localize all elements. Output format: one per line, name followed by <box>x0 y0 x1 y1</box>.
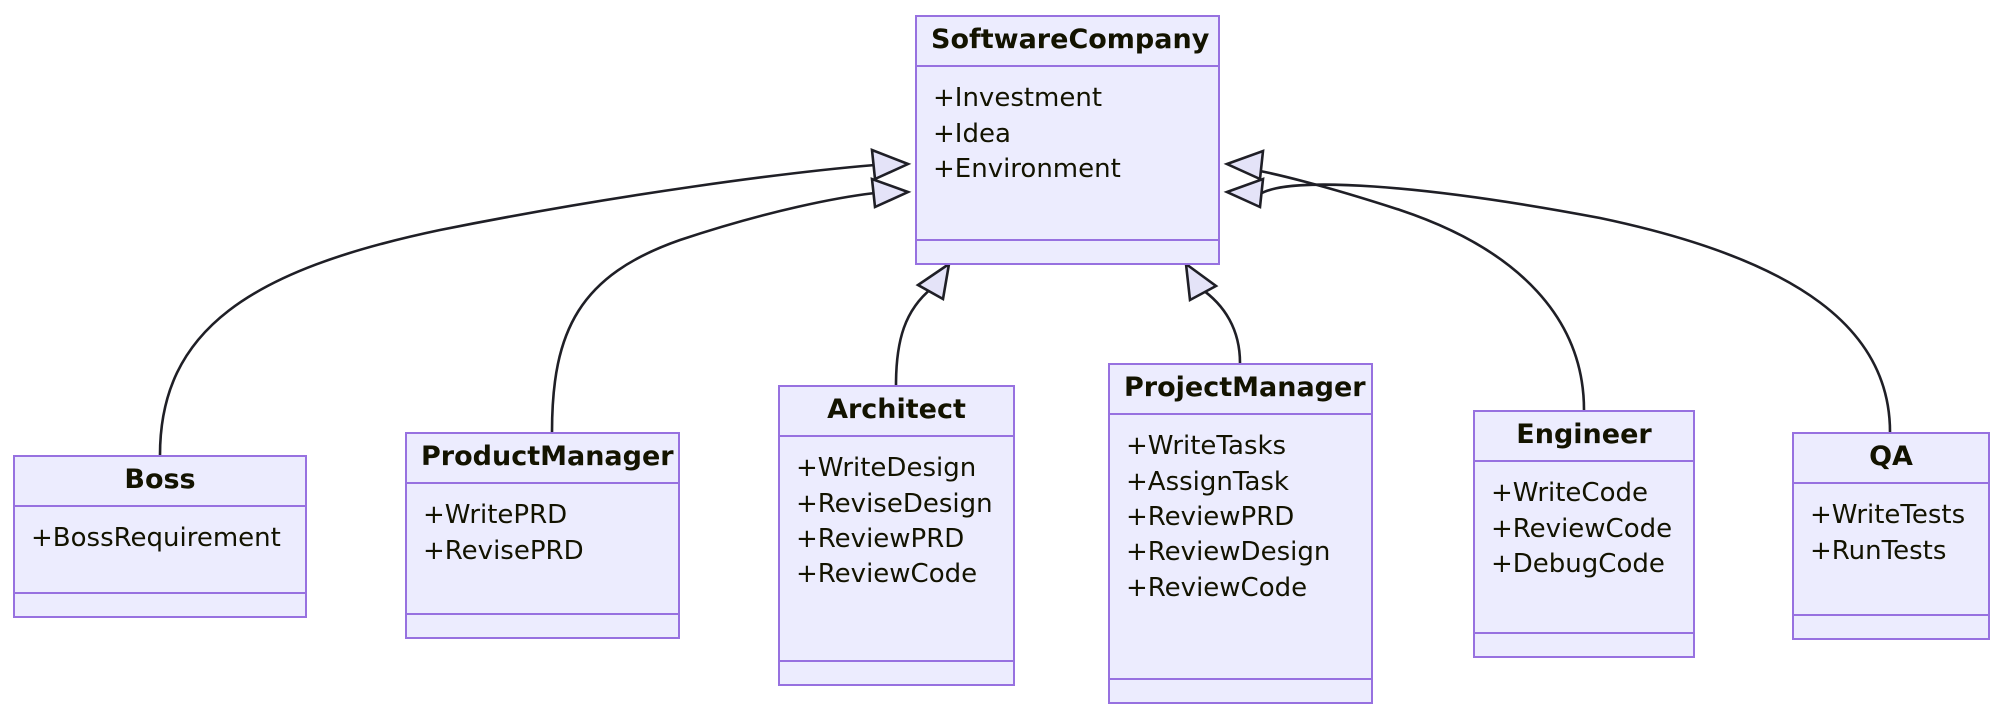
class-node-productmanager[interactable]: ProductManager +WritePRD +RevisePRD <box>405 432 680 639</box>
class-attribute: +WriteDesign <box>796 453 977 484</box>
edge-architect-to-softwarecompany <box>894 261 951 386</box>
class-attributes: +WriteTests +RunTests <box>1794 484 1988 616</box>
class-attributes: +WritePRD +RevisePRD <box>407 484 678 615</box>
class-attribute: +BossRequirement <box>31 523 281 554</box>
class-methods <box>780 662 1013 684</box>
class-attribute: +RevisePRD <box>423 535 584 566</box>
class-attribute: +ReviewCode <box>1126 572 1308 603</box>
class-attribute: +Environment <box>933 154 1121 185</box>
class-attribute: +WriteTests <box>1810 500 1966 531</box>
class-title: ProductManager <box>407 434 678 485</box>
class-attribute: +ReviewPRD <box>796 524 965 555</box>
class-attributes: +Investment +Idea +Environment <box>917 67 1218 241</box>
generalization-arrowhead <box>1223 177 1265 209</box>
class-attribute: +Investment <box>933 83 1103 114</box>
class-attribute: +DebugCode <box>1491 549 1665 580</box>
class-attribute: +ReviseDesign <box>796 488 993 519</box>
edge-projectmanager-to-softwarecompany <box>1184 261 1242 364</box>
class-attribute: +RunTests <box>1810 535 1947 566</box>
class-attribute: +WritePRD <box>423 500 568 531</box>
class-methods <box>1110 680 1371 702</box>
class-attribute: +ReviewCode <box>1491 513 1673 544</box>
class-methods <box>407 615 678 637</box>
class-attributes: +BossRequirement <box>15 507 305 594</box>
class-node-architect[interactable]: Architect +WriteDesign +ReviseDesign +Re… <box>778 385 1015 686</box>
class-attributes: +WriteCode +ReviewCode +DebugCode <box>1475 462 1693 634</box>
class-title: QA <box>1794 434 1988 485</box>
class-node-qa[interactable]: QA +WriteTests +RunTests <box>1792 432 1990 640</box>
generalization-arrowhead <box>1184 261 1219 303</box>
class-attribute: +ReviewPRD <box>1126 502 1295 533</box>
class-title: SoftwareCompany <box>917 17 1218 68</box>
class-attributes: +WriteDesign +ReviseDesign +ReviewPRD +R… <box>780 437 1013 662</box>
class-methods <box>917 241 1218 263</box>
class-methods <box>15 594 305 616</box>
class-title: ProjectManager <box>1110 365 1371 416</box>
generalization-arrowhead <box>1223 149 1265 181</box>
generalization-arrowhead <box>870 148 912 181</box>
generalization-arrowhead <box>870 177 912 209</box>
class-node-projectmanager[interactable]: ProjectManager +WriteTasks +AssignTask +… <box>1108 363 1373 704</box>
class-attribute: +WriteTasks <box>1126 431 1287 462</box>
class-methods <box>1475 634 1693 656</box>
class-attribute: +ReviewCode <box>796 559 978 590</box>
class-node-boss[interactable]: Boss +BossRequirement <box>13 455 307 618</box>
class-title: Architect <box>780 387 1013 438</box>
class-node-engineer[interactable]: Engineer +WriteCode +ReviewCode +DebugCo… <box>1473 410 1695 658</box>
class-attribute: +WriteCode <box>1491 478 1648 509</box>
class-attribute: +Idea <box>933 118 1011 149</box>
class-title: Boss <box>15 457 305 508</box>
class-methods <box>1794 616 1988 638</box>
class-attributes: +WriteTasks +AssignTask +ReviewPRD +Revi… <box>1110 415 1371 680</box>
class-attribute: +AssignTask <box>1126 466 1289 497</box>
class-title: Engineer <box>1475 412 1693 463</box>
class-attribute: +ReviewDesign <box>1126 537 1331 568</box>
class-node-softwarecompany[interactable]: SoftwareCompany +Investment +Idea +Envir… <box>915 15 1220 265</box>
generalization-arrowhead <box>915 261 951 302</box>
